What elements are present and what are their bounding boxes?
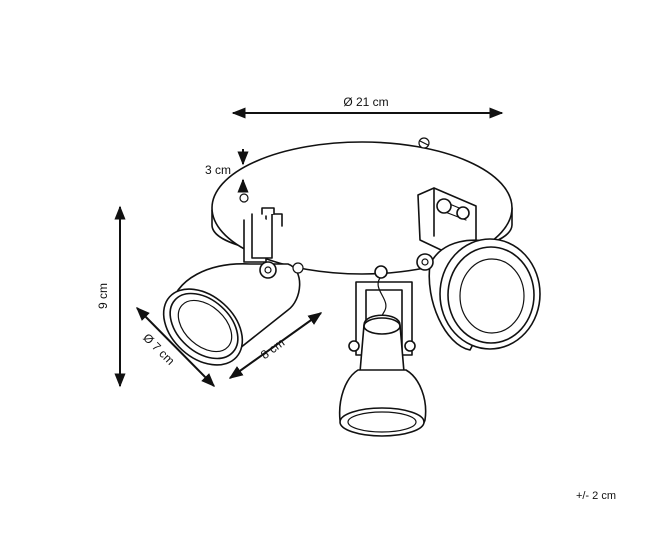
diameter-label: Ø 21 cm <box>343 95 388 109</box>
center-spotlight <box>338 265 427 437</box>
right-spotlight <box>416 187 541 351</box>
lamp-diameter-arrow <box>136 307 215 387</box>
base-height-label: 3 cm <box>205 163 231 177</box>
dimension-lines <box>114 107 504 388</box>
arm-length-arrow <box>228 312 323 379</box>
tolerance-note: +/- 2 cm <box>576 490 616 502</box>
height-label: 9 cm <box>96 283 110 309</box>
